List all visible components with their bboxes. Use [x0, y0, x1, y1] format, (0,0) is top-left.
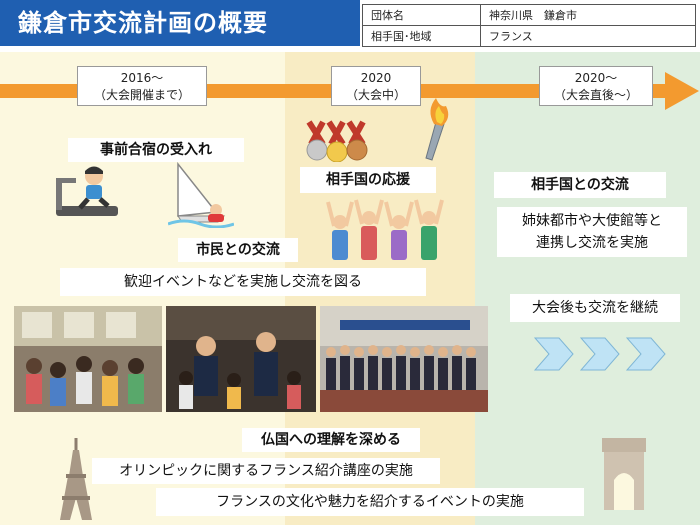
- continue-exchange-text: 大会後も交流を継続: [510, 294, 680, 322]
- period-before-note: （大会開催まで）: [93, 88, 190, 102]
- medals-illustration: [306, 120, 368, 162]
- period-during-year: 2020: [360, 71, 392, 85]
- timeline-period-after: 2020〜 （大会直後〜）: [539, 66, 653, 106]
- partner-label: 相手国･地域: [362, 25, 481, 47]
- lecture-text: オリンピックに関するフランス紹介講座の実施: [92, 458, 440, 484]
- chevron-arrows-icon: [533, 337, 666, 371]
- culture-event-text: フランスの文化や魅力を紹介するイベントの実施: [156, 488, 584, 516]
- period-before-year: 2016〜: [120, 71, 164, 85]
- info-table: 団体名 神奈川県 鎌倉市 相手国･地域 フランス: [362, 4, 696, 47]
- timeline-period-during: 2020 （大会中）: [331, 66, 421, 106]
- timeline-period-before: 2016〜 （大会開催まで）: [77, 66, 207, 106]
- org-label: 団体名: [362, 4, 481, 26]
- runner-illustration: [56, 166, 118, 216]
- partner-exchange-label: 相手国との交流: [494, 172, 666, 198]
- exchange-text-line-2: 連携し交流を実施: [536, 235, 648, 251]
- sailing-illustration: [168, 161, 234, 228]
- eiffel-tower-icon: [60, 438, 92, 520]
- training-camp-label: 事前合宿の受入れ: [68, 138, 244, 162]
- org-value: 神奈川県 鎌倉市: [480, 4, 696, 26]
- period-after-year: 2020〜: [574, 71, 618, 85]
- exchange-detail-text: 姉妹都市や大使館等と 連携し交流を実施: [497, 207, 687, 257]
- understand-france-label: 仏国への理解を深める: [242, 428, 420, 452]
- arc-de-triomphe-icon: [602, 438, 646, 510]
- photo-athletes-children: [166, 306, 316, 412]
- citizen-exchange-label: 市民との交流: [178, 238, 298, 262]
- period-during-note: （大会中）: [345, 88, 406, 102]
- page-title: 鎌倉市交流計画の概要: [0, 0, 360, 46]
- cheering-crowd-illustration: [326, 199, 444, 260]
- photo-group-stage: [320, 306, 488, 412]
- timeline-arrow-head: [665, 72, 699, 110]
- photo-children-exchange: [14, 306, 162, 412]
- phase-after-column: [475, 52, 700, 525]
- torch-illustration: [425, 98, 449, 161]
- support-partner-label: 相手国の応援: [300, 167, 436, 193]
- period-after-note: （大会直後〜）: [553, 88, 638, 102]
- welcome-event-text: 歓迎イベントなどを実施し交流を図る: [60, 268, 426, 296]
- partner-value: フランス: [480, 25, 696, 47]
- exchange-text-line-1: 姉妹都市や大使館等と: [522, 213, 662, 229]
